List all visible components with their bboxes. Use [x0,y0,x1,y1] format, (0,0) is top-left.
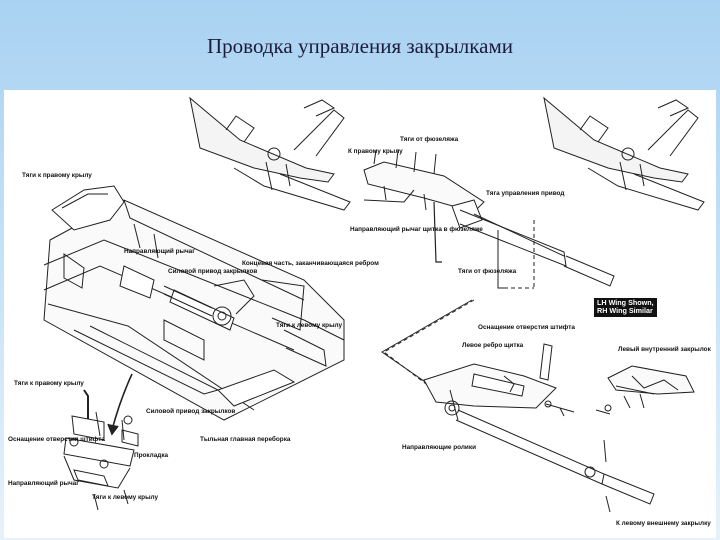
label-end-part: Концевая часть, заканчивающаяся ребром [242,260,379,267]
detail-pin-assembly-left-icon [63,389,139,511]
routing-dashed-lines [383,220,535,391]
label-actuator-bottom: Силовой привод закрылков [146,408,236,415]
slide-title: Проводка управления закрылками [207,34,513,58]
label-rear-spar: Тыльная главная переборка [200,436,291,443]
wing-structure-left-icon [43,185,345,421]
label-pin-hole-right: Оснащение отверстия штифта [478,324,575,331]
label-guide-lever-top: Направляющий рычаг [124,248,195,255]
label-rods-right-wing-bottom: Тяги к правому крылу [14,380,84,387]
label-to-left-outer-flap: К левому внешнему закрылку [616,520,711,527]
aircraft-thumbnail-right-icon [543,96,705,211]
label-to-right-wing: К правому крылу [348,148,403,155]
flap-control-diagram: Тяги к правому крылу Направляющий рычаг … [4,90,716,538]
label-rods-from-fuselage-top: Тяги от фюзеляжа [400,136,459,143]
label-rods-left-wing-mid: Тяги к левому крылу [276,322,343,329]
left-inner-flap-icon [595,365,695,415]
detail-arrow [111,373,133,431]
callout-wing-shown: LH Wing Shown, RH Wing Similar [594,298,657,317]
label-rods-left-wing-bottom: Тяги к левому крылу [92,494,159,501]
label-pin-hole-left: Оснащение отверстия штифта [8,436,105,443]
aircraft-thumbnail-left-icon [189,96,351,211]
label-guide-lever-bottom: Направляющий рычаг [8,480,79,487]
label-drive-control-rods: Тяга управления привод [486,190,565,197]
callout-line-1: LH Wing Shown, [597,298,654,307]
label-gasket: Прокладка [134,452,169,459]
label-actuator-top: Силовой привод закрылков [168,268,258,275]
flap-linkage-lower-icon [423,343,655,513]
label-rods-right-wing-top: Тяги к правому крылу [22,172,92,179]
label-guide-rollers: Направляющие ролики [402,444,476,451]
label-left-flap-rib: Левое ребро щитка [462,342,524,349]
label-left-inner-flap: Левый внутренний закрылок [618,346,711,353]
callout-line-2: RH Wing Similar [597,306,653,316]
label-fuselage-guide-lever: Направляющий рычаг щитка в фюзеляже [350,226,483,233]
fuselage-bellcrank-assembly-icon [363,149,615,289]
diagram-drawing [43,96,705,513]
label-rods-from-fuselage-mid: Тяги от фюзеляжа [458,268,517,275]
